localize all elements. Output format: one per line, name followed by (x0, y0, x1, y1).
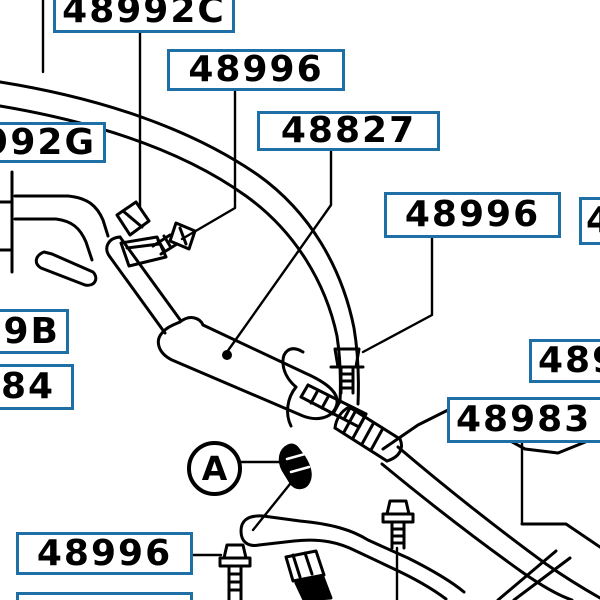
part-label-992g[interactable]: 992G (0, 122, 106, 163)
return-hose-arc (0, 80, 360, 406)
part-number: 48996 (188, 49, 324, 90)
part-label-48992c[interactable]: 48992C (53, 0, 235, 33)
view-marker-a: A (187, 441, 242, 496)
bolt-mid (329, 347, 365, 395)
part-label-bottom-cut[interactable] (16, 592, 193, 600)
part-number: 992G (0, 121, 96, 163)
clamp-48992c (115, 200, 168, 268)
part-label-right-edge-top[interactable]: 4 (579, 197, 600, 245)
part-label-48996-bottom[interactable]: 48996 (16, 532, 193, 575)
bolt-bottom-left (218, 543, 252, 600)
part-label-489-partial[interactable]: 489 (529, 339, 600, 383)
hook-pipe (239, 514, 466, 600)
part-number: 4 (586, 203, 600, 239)
part-number: 48996 (404, 194, 541, 235)
part-number: 48827 (280, 110, 417, 151)
part-label-89b[interactable]: 89B (0, 309, 69, 354)
part-number: 48983 (456, 399, 592, 440)
part-number: 48992C (62, 0, 226, 31)
part-number: 89B (0, 310, 60, 352)
pressure-hose (105, 235, 339, 421)
part-number: 84 (1, 366, 56, 407)
part-label-48996-upper[interactable]: 48996 (167, 49, 345, 91)
grommet (278, 443, 312, 490)
part-label-48827[interactable]: 48827 (257, 111, 440, 151)
part-label-48996-mid[interactable]: 48996 (384, 192, 561, 238)
part-label-84[interactable]: 84 (0, 364, 74, 410)
part-number: 489 (538, 340, 600, 381)
bolt-upper (151, 221, 197, 256)
leader-dot (222, 350, 232, 360)
part-number: 48996 (36, 532, 173, 574)
leader-lines (41, 0, 524, 600)
view-marker-letter: A (201, 449, 228, 488)
part-label-48983[interactable]: 48983 (447, 397, 600, 443)
bolt-bottom-mid (381, 499, 415, 550)
bottom-clamp (284, 549, 333, 600)
junction-assembly (281, 347, 600, 600)
left-bracket-pipe (0, 170, 110, 287)
